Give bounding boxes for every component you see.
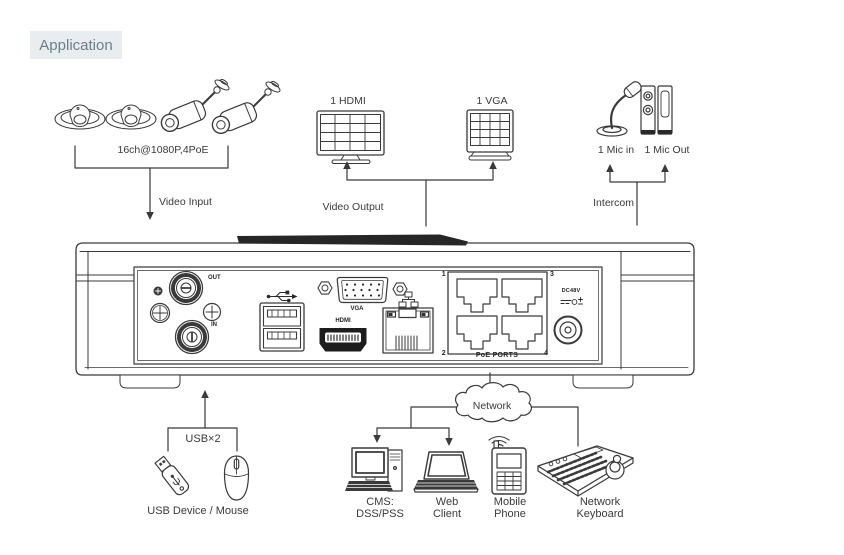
dc-jack — [553, 315, 583, 345]
mobile-caption-line1: Mobile — [493, 496, 527, 508]
cms-caption-line1: CMS: — [366, 496, 394, 508]
vga-monitor-icon — [466, 109, 514, 161]
network-keyboard-icon — [537, 445, 634, 497]
mouse-icon — [223, 455, 250, 501]
screw-icon — [202, 302, 222, 322]
vga-monitor-caption: 1 VGA — [476, 95, 508, 107]
mic-out-caption: 1 Mic Out — [644, 144, 690, 156]
poe-port-1-label: 1 — [441, 271, 446, 278]
dome-camera-icon — [105, 104, 157, 130]
keyboard-caption-line1: Network — [579, 496, 621, 508]
network-icon — [398, 291, 419, 308]
web-caption-line1: Web — [435, 496, 459, 508]
bullet-camera-icon — [211, 80, 281, 134]
screw-icon — [149, 302, 171, 324]
mic-in-caption: 1 Mic in — [597, 144, 635, 156]
dc-label: DC48V — [561, 288, 581, 294]
microphone-icon — [596, 81, 642, 137]
audio-in-label: IN — [211, 322, 217, 328]
usb-drive-icon — [154, 455, 190, 496]
cms-caption-line2: DSS/PSS — [356, 508, 404, 520]
web-caption-line2: Client — [432, 508, 462, 520]
intercom-connector — [606, 164, 669, 226]
hdmi-monitor-caption: 1 HDMI — [330, 95, 366, 107]
video-output-label: Video Output — [322, 201, 384, 213]
section-title: Application — [39, 36, 113, 54]
vga-port — [317, 276, 408, 304]
vga-port-label: VGA — [350, 306, 364, 312]
hdmi-monitor-icon — [316, 110, 385, 164]
ethernet-port — [382, 307, 434, 354]
video-output-connector — [343, 161, 497, 227]
desktop-computer-icon — [345, 447, 403, 492]
usb-ports — [259, 302, 305, 352]
usb-icon — [266, 290, 298, 303]
usb-count-label: USB×2 — [185, 433, 221, 445]
mobile-phone-icon — [491, 440, 527, 495]
poe-port-3-label: 3 — [550, 271, 555, 278]
laptop-icon — [413, 451, 479, 493]
network-cloud — [454, 382, 533, 423]
cameras-caption: 16ch@1080P,4PoE — [117, 144, 209, 156]
network-cloud-label: Network — [472, 400, 512, 412]
video-input-label: Video Input — [159, 196, 212, 208]
hdmi-port-label: HDMI — [335, 318, 351, 324]
usb-caption: USB Device / Mouse — [147, 505, 249, 517]
section-header: Application — [30, 31, 122, 59]
usb-connector — [167, 390, 238, 452]
intercom-label: Intercom — [593, 197, 634, 209]
keyboard-caption-line2: Keyboard — [576, 508, 624, 520]
poe-port-2-label: 2 — [441, 350, 446, 357]
video-input-connector — [74, 145, 229, 220]
poe-ports — [447, 271, 548, 355]
ground-screw-icon — [153, 286, 163, 296]
bullet-camera-icon — [160, 78, 230, 132]
hdmi-port — [319, 328, 367, 352]
audio-in-port — [174, 319, 210, 355]
dome-camera-icon — [54, 104, 106, 130]
mobile-caption-line2: Phone — [494, 508, 526, 520]
audio-out-label: OUT — [208, 275, 221, 281]
poe-ports-label: PoE PORTS — [475, 352, 519, 359]
audio-out-port — [168, 270, 204, 306]
dc-symbol-icon — [560, 297, 583, 305]
speakers-icon — [640, 85, 673, 135]
poe-port-4-label: 4 — [544, 350, 549, 357]
